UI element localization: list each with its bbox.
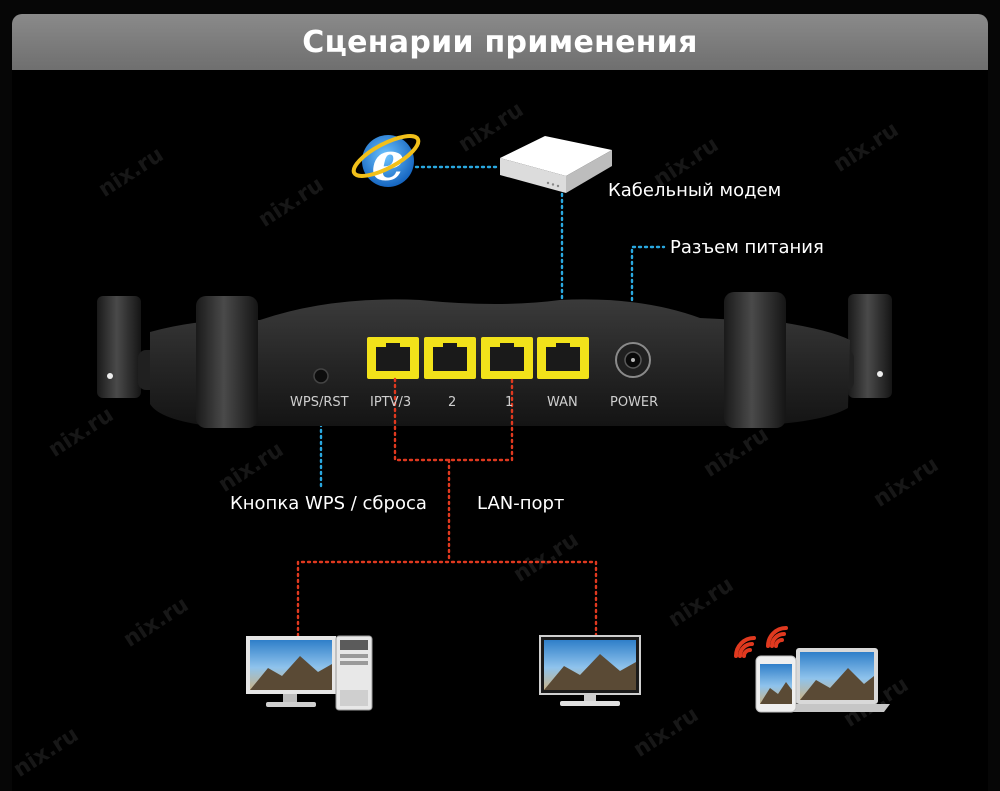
internet-explorer-icon: e	[351, 132, 421, 193]
wifi-signal-icon	[734, 626, 788, 658]
lan-port-label: LAN-порт	[477, 493, 565, 514]
ethernet-port-iptv3	[367, 337, 419, 379]
modem-label: Кабельный модем	[608, 180, 782, 201]
ethernet-port-2	[424, 337, 476, 379]
port-label-2: 2	[448, 395, 457, 410]
wps-reset-button	[313, 368, 329, 384]
power-jack	[615, 342, 651, 378]
port-label-1: 1	[505, 395, 514, 410]
page-title: Сценарии применения	[302, 24, 698, 60]
wireless-devices-icon	[734, 626, 890, 713]
port-label-wan: WAN	[547, 395, 578, 410]
port-label-power: POWER	[610, 395, 659, 410]
port-label-iptv3: IPTV/3	[370, 395, 412, 410]
header-bar: Сценарии применения	[12, 14, 988, 70]
monitor-icon	[539, 635, 641, 706]
ethernet-port-1	[481, 337, 533, 379]
port-label-wps-rst: WPS/RST	[290, 395, 349, 410]
wps-button-label: Кнопка WPS / сброса	[230, 493, 427, 514]
lan-ports-link-line	[393, 377, 514, 462]
cable-modem-icon	[500, 136, 612, 193]
power-connector-label: Разъем питания	[670, 237, 824, 258]
desktop-computer-icon	[246, 635, 373, 711]
ethernet-port-wan	[537, 337, 589, 379]
lan-distribution-line	[296, 560, 598, 638]
